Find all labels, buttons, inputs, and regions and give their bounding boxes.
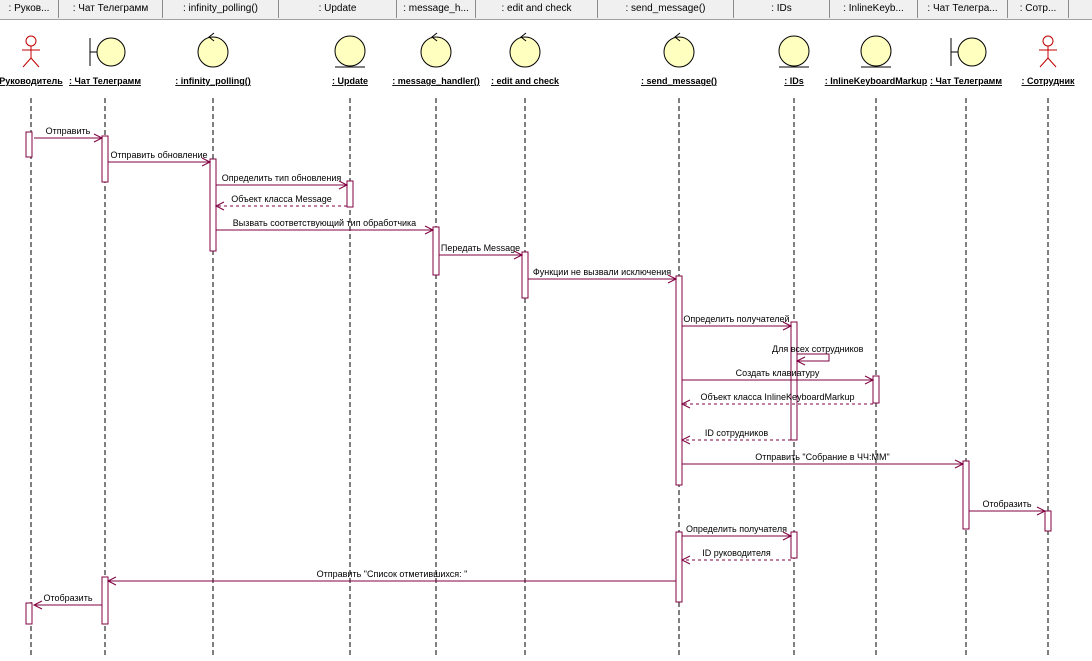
arrow-head bbox=[338, 180, 349, 190]
control-icon bbox=[509, 32, 541, 68]
message-label[interactable]: Объект класса Message bbox=[231, 194, 331, 204]
boundary-icon bbox=[89, 37, 126, 67]
activation-bar bbox=[101, 135, 109, 183]
arrow-head bbox=[106, 576, 117, 586]
object-label[interactable]: : Сотрудник bbox=[1021, 76, 1075, 86]
control-icon bbox=[197, 32, 229, 68]
activation-bar bbox=[25, 131, 33, 158]
arrow-head bbox=[1036, 506, 1047, 516]
message-label[interactable]: ID сотрудников bbox=[705, 428, 768, 438]
message-label[interactable]: Определить получателей bbox=[683, 314, 789, 324]
arrow-head bbox=[680, 555, 691, 565]
boundary-icon bbox=[950, 37, 987, 67]
message-label[interactable]: Отправить bbox=[46, 126, 91, 136]
object-label[interactable]: : IDs bbox=[784, 76, 804, 86]
activation-bar bbox=[521, 251, 529, 299]
header-cell[interactable]: : message_h... bbox=[397, 0, 476, 18]
actor-icon bbox=[1039, 35, 1057, 68]
sequence-diagram: Руководитель : Чат Телеграмм : infinity_po… bbox=[0, 32, 1075, 658]
activation-bar bbox=[675, 275, 683, 486]
self-message-arrow bbox=[797, 353, 830, 362]
object-label[interactable]: : Чат Телеграмм bbox=[930, 76, 1002, 86]
activation-bar bbox=[790, 531, 798, 559]
message-label[interactable]: Функции не вызвали исключения bbox=[533, 267, 671, 277]
activation-bar bbox=[962, 460, 970, 530]
activation-bar bbox=[790, 321, 798, 441]
activation-bar bbox=[101, 576, 109, 625]
message-label[interactable]: Отправить "Собрание в ЧЧ:ММ" bbox=[755, 452, 889, 462]
message-label[interactable]: Передать Message bbox=[441, 243, 520, 253]
header-cell[interactable]: : send_message() bbox=[598, 0, 734, 18]
header-cell[interactable]: : Сотр... bbox=[1008, 0, 1069, 18]
message-label[interactable]: Отобразить bbox=[982, 499, 1031, 509]
message-label[interactable]: Определить тип обновления bbox=[222, 173, 342, 183]
header-cell[interactable]: : InlineKeyb... bbox=[830, 0, 918, 18]
message-label[interactable]: Отобразить bbox=[43, 593, 92, 603]
object-label[interactable]: : Update bbox=[332, 76, 368, 86]
arrow-head bbox=[214, 201, 225, 211]
message-label[interactable]: Определить получателя bbox=[686, 524, 787, 534]
message-label[interactable]: Отправить "Список отметившихся: " bbox=[317, 569, 468, 579]
message-label[interactable]: Для всех сотрудников bbox=[772, 344, 864, 354]
activation-bar bbox=[346, 180, 354, 208]
arrow-head bbox=[201, 157, 212, 167]
object-label[interactable]: Руководитель bbox=[0, 76, 63, 86]
activation-bar bbox=[209, 158, 217, 252]
message-label[interactable]: Отправить обновление bbox=[110, 150, 207, 160]
object-header-bar: : Руков...: Чат Телеграмм: infinity_poll… bbox=[0, 0, 1092, 20]
arrow-head bbox=[782, 531, 793, 541]
object-label[interactable]: : infinity_polling() bbox=[175, 76, 251, 86]
arrow-head bbox=[424, 225, 435, 235]
entity-icon bbox=[860, 35, 892, 68]
control-icon bbox=[420, 32, 452, 68]
arrow-head bbox=[864, 375, 875, 385]
object-label[interactable]: : send_message() bbox=[641, 76, 717, 86]
arrow-head bbox=[680, 435, 691, 445]
header-cell[interactable]: : infinity_polling() bbox=[163, 0, 279, 18]
activation-bar bbox=[25, 602, 33, 625]
header-cell[interactable]: : edit and check bbox=[476, 0, 598, 18]
arrow-head bbox=[680, 399, 691, 409]
message-label[interactable]: Объект класса InlineKeyboardMarkup bbox=[700, 392, 854, 402]
object-label[interactable]: : InlineKeyboardMarkup bbox=[825, 76, 928, 86]
activation-bar bbox=[432, 226, 440, 276]
arrow-head bbox=[954, 459, 965, 469]
entity-icon bbox=[334, 35, 366, 68]
activation-bar bbox=[872, 375, 880, 404]
arrow-head bbox=[93, 133, 104, 143]
object-label[interactable]: : message_handler() bbox=[392, 76, 480, 86]
activation-bar bbox=[1044, 510, 1052, 532]
header-cell[interactable]: : Чат Телеграмм bbox=[59, 0, 163, 18]
control-icon bbox=[663, 32, 695, 68]
actor-icon bbox=[22, 35, 40, 68]
message-label[interactable]: Создать клавиатуру bbox=[736, 368, 820, 378]
arrow-head bbox=[667, 274, 678, 284]
arrow-head bbox=[795, 356, 806, 366]
header-cell[interactable]: : Чат Телегра... bbox=[918, 0, 1008, 18]
arrow-head bbox=[782, 321, 793, 331]
object-label[interactable]: : Чат Телеграмм bbox=[69, 76, 141, 86]
message-label[interactable]: ID руководителя bbox=[702, 548, 771, 558]
entity-icon bbox=[778, 35, 810, 68]
header-cell[interactable]: : Update bbox=[279, 0, 397, 18]
header-cell[interactable]: : IDs bbox=[734, 0, 830, 18]
header-cell[interactable]: : Руков... bbox=[0, 0, 59, 18]
object-label[interactable]: : edit and check bbox=[491, 76, 560, 86]
activation-bar bbox=[675, 531, 683, 603]
message-label[interactable]: Вызвать соответствующий тип обработчика bbox=[233, 218, 416, 228]
arrow-head bbox=[513, 250, 524, 260]
sequence-diagram-canvas: Руководитель : Чат Телеграмм : infinity_po… bbox=[0, 20, 1092, 661]
arrow-head bbox=[32, 600, 43, 610]
